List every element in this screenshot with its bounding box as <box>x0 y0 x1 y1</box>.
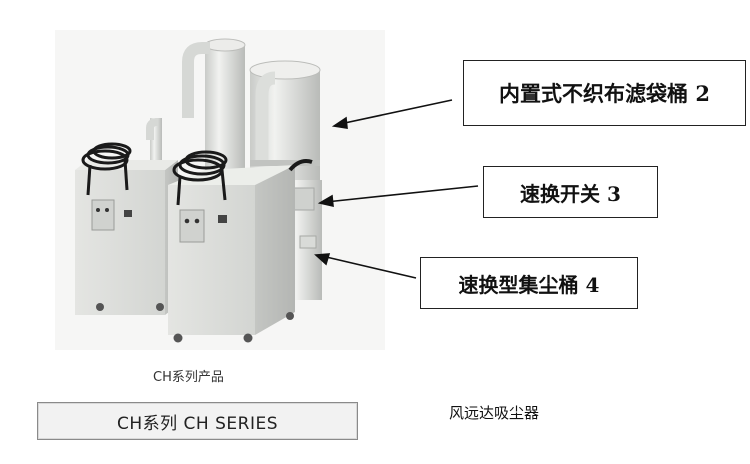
product-caption: CH系列产品 <box>153 370 224 385</box>
company-name: 风远达吸尘器 <box>449 404 540 422</box>
callout-filter-bag-bucket: 内置式不织布滤袋桶 2 <box>463 60 746 126</box>
main-unit <box>168 165 295 343</box>
inlet-pipe <box>255 71 276 160</box>
series-label: CH系列 CH SERIES <box>37 402 358 440</box>
rear-filter-cylinder <box>204 38 246 170</box>
control-box-main <box>179 209 205 243</box>
callout-arrows <box>314 99 479 279</box>
rear-inlet-pipe <box>182 42 210 118</box>
power-cord-main <box>172 150 313 206</box>
power-cord-left <box>81 142 132 196</box>
control-box-left <box>91 199 115 231</box>
callout-quick-switch: 速换开关 3 <box>483 166 658 218</box>
callout-dust-bucket: 速换型集尘桶 4 <box>420 257 638 309</box>
